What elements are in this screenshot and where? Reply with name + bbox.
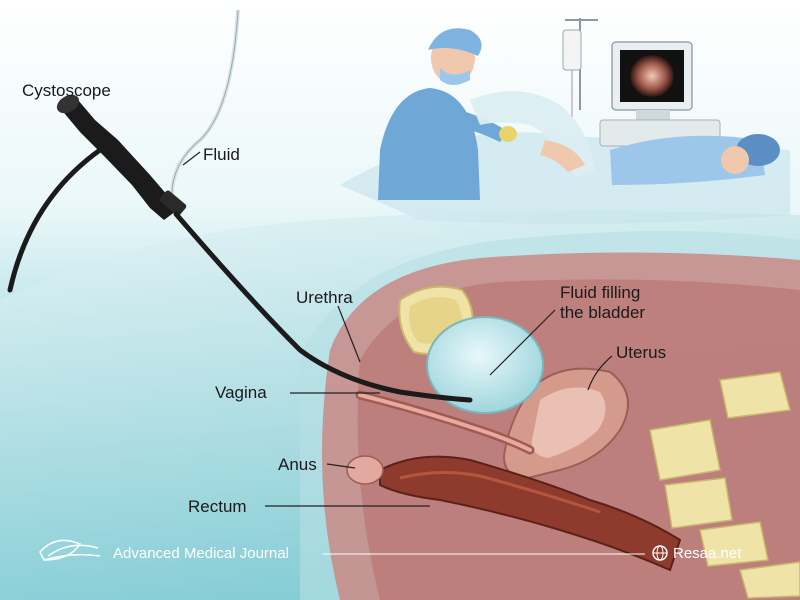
rectum (379, 455, 682, 572)
bladder (426, 316, 544, 414)
label-fluid-filling-line1: Fluid filling (560, 283, 640, 302)
footer-journal: Advanced Medical Journal (113, 545, 289, 562)
cystoscope (7, 9, 473, 403)
surgery-scene (340, 18, 790, 224)
label-rectum: Rectum (188, 497, 247, 516)
label-anus: Anus (278, 455, 317, 474)
patient (470, 91, 780, 185)
label-fluid: Fluid (203, 145, 240, 164)
sacrum (649, 371, 800, 599)
journal-logo-icon (39, 539, 101, 561)
surgeon (378, 28, 517, 200)
label-fluid-filling-line2: the bladder (560, 303, 645, 322)
label-urethra: Urethra (296, 288, 353, 307)
pelvic-cross-section (0, 211, 800, 600)
label-vagina: Vagina (215, 383, 267, 402)
footer: Advanced Medical Journal Resaa.net (39, 539, 742, 562)
footer-site: Resaa.net (673, 545, 742, 562)
label-cystoscope: Cystoscope (22, 81, 111, 100)
label-uterus: Uterus (616, 343, 666, 362)
leader-lines (182, 151, 613, 507)
globe-icon (652, 545, 668, 561)
